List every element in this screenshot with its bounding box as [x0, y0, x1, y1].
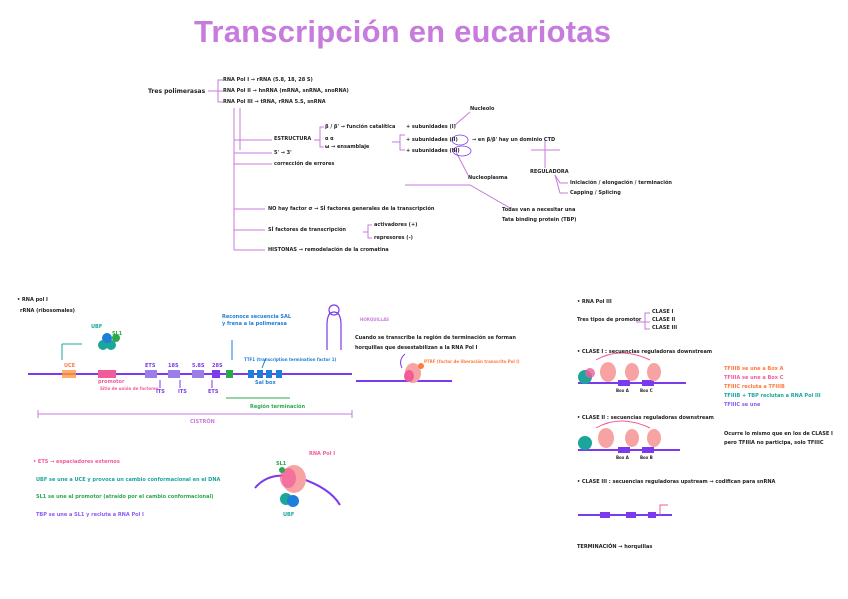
clase3-label: • CLASE III : secuencias reguladoras ups… — [577, 480, 775, 485]
legend-2: UBF se une a UCE y provoca un cambio con… — [36, 478, 220, 483]
ptrf-label: PTRF (factor de liberación transcrito Po… — [424, 360, 520, 364]
region-term: Región terminación — [250, 405, 305, 410]
note-1: TFIIIB se une a Box A — [724, 367, 784, 372]
label-ets-b: ETS — [208, 390, 218, 395]
label-ubf: UBF — [91, 325, 102, 330]
capping: Capping / Splicing — [570, 191, 621, 196]
pol1-line: RNA Pol I → rRNA (5.8, 18, 28 S) — [223, 78, 313, 83]
label-ucf: UCE — [64, 364, 75, 369]
pol2-line: RNA Pol II → hnRNA (mRNA, snRNA, snoRNA) — [223, 89, 349, 94]
nucleolo: Nucleolo — [470, 107, 494, 112]
box-b: Box B — [640, 456, 653, 460]
activadores: activadores (+) — [374, 223, 417, 228]
legend-figure — [255, 465, 340, 507]
term-l1: Reconoce secuencia SAL — [222, 315, 291, 320]
nucleoplasma: Nucleoplasma — [468, 176, 507, 181]
legend-rnapol: RNA Pol I — [309, 452, 335, 457]
legend-ubf: UBF — [283, 513, 294, 518]
box-c: Box C — [640, 389, 653, 393]
legend-1: • ETS → espaciadores externos — [33, 460, 120, 465]
label-sal-box: Sal box — [255, 381, 276, 386]
label-18s: 18S — [168, 364, 179, 369]
pol1-header: • RNA pol I — [17, 298, 48, 303]
todas-2: Tata binding protein (TBP) — [502, 218, 576, 223]
note-2: TFIIIA se une a Box C — [724, 376, 783, 381]
note-3: TFIIIC recluta a TFIIIB — [724, 385, 785, 390]
note-4: TFIIIB + TBP reclutan a RNA Pol III — [724, 394, 821, 399]
sigma-line: NO hay factor σ → SÍ factores generales … — [268, 207, 434, 212]
todas-1: Todas van a necesitar una — [502, 208, 575, 213]
represores: represores (-) — [374, 236, 413, 241]
tres-polimerasas: Tres polimerasas — [148, 89, 205, 95]
pol3-c1: CLASE I — [652, 310, 673, 315]
iniciacion: Iniciación / elongación / terminación — [570, 181, 672, 186]
estructura-label: ESTRUCTURA — [274, 137, 311, 142]
label-28s: 28S — [212, 364, 223, 369]
alpha-line: α α — [325, 137, 334, 142]
beta-line: β / β' → función catalítica — [325, 125, 395, 130]
horquilla-label: HORQUILLAS — [360, 318, 389, 322]
clase3-diagram — [578, 505, 672, 518]
legend-4: TBP se une a SL1 y recluta a RNA Pol I — [36, 513, 144, 518]
box-a2: Box A — [616, 456, 629, 460]
sub-1: + subunidades (I) — [406, 125, 456, 130]
ocurre-2: pero TFIIIA no participa, solo TFIIIC — [724, 441, 824, 446]
factores-line: SÍ factores de transcripción — [268, 228, 346, 233]
label-its-b: ITS — [178, 390, 187, 395]
basal-note: Sitio de unión de factores — [100, 387, 158, 391]
label-its-a: ITS — [156, 390, 165, 395]
cto-line: → en β/β' hay un dominio CTD — [472, 138, 555, 143]
box-a: Box A — [616, 389, 629, 393]
clase2-diagram — [578, 421, 680, 453]
ocurre-1: Ocurre lo mismo que en los de CLASE I — [724, 432, 833, 437]
correccion: corrección de errores — [274, 162, 334, 167]
pol3-header: • RNA Pol III — [577, 300, 612, 305]
label-58s: 5.8S — [192, 364, 204, 369]
histonas-line: HISTONAS → remodelación de la cromatina — [268, 248, 389, 253]
cuando-1: Cuando se transcribe la región de termin… — [355, 336, 516, 341]
pol3-line: RNA Pol III → tRNA, rRNA 5.S, snRNA — [223, 100, 326, 105]
label-sl1: SL1 — [112, 332, 122, 337]
sub-3: + subunidades (III) — [406, 149, 460, 154]
53-label: 5' → 3' — [274, 151, 292, 156]
omega-line: ω → ensamblaje — [325, 145, 369, 150]
cuando-2: horquillas que desestabilizan a la RNA P… — [355, 346, 478, 351]
pol3-tres: Tres tipos de promotor — [577, 318, 641, 323]
ttf-label: TTF1 (transcription termination factor 1… — [244, 358, 336, 362]
label-promotor: promotor — [98, 380, 124, 385]
sub-2: + subunidades (II) — [406, 138, 458, 143]
pol1-sub: rRNA (ribosomales) — [20, 309, 75, 314]
legend-sl1: SL1 — [276, 462, 286, 467]
terminacion: TERMINACIÓN → horquillas — [577, 545, 652, 550]
label-ets5: ETS — [145, 364, 155, 369]
reguladora: REGULADORA — [530, 170, 569, 175]
clase1-label: • CLASE I : secuencias reguladoras downs… — [577, 350, 712, 355]
clase2-label: • CLASE II : secuencias reguladoras down… — [577, 416, 714, 421]
note-5: TFIIIC se une — [724, 403, 760, 408]
clase1-diagram — [578, 353, 686, 386]
hairpin — [327, 305, 341, 350]
term-l2: y frena a la polimerasa — [222, 322, 287, 327]
cistron: CISTRÓN — [190, 420, 215, 425]
legend-3: SL1 se une al promotor (atraído por el c… — [36, 495, 213, 500]
pol3-c3: CLASE III — [652, 326, 677, 331]
pol3-c2: CLASE II — [652, 318, 675, 323]
